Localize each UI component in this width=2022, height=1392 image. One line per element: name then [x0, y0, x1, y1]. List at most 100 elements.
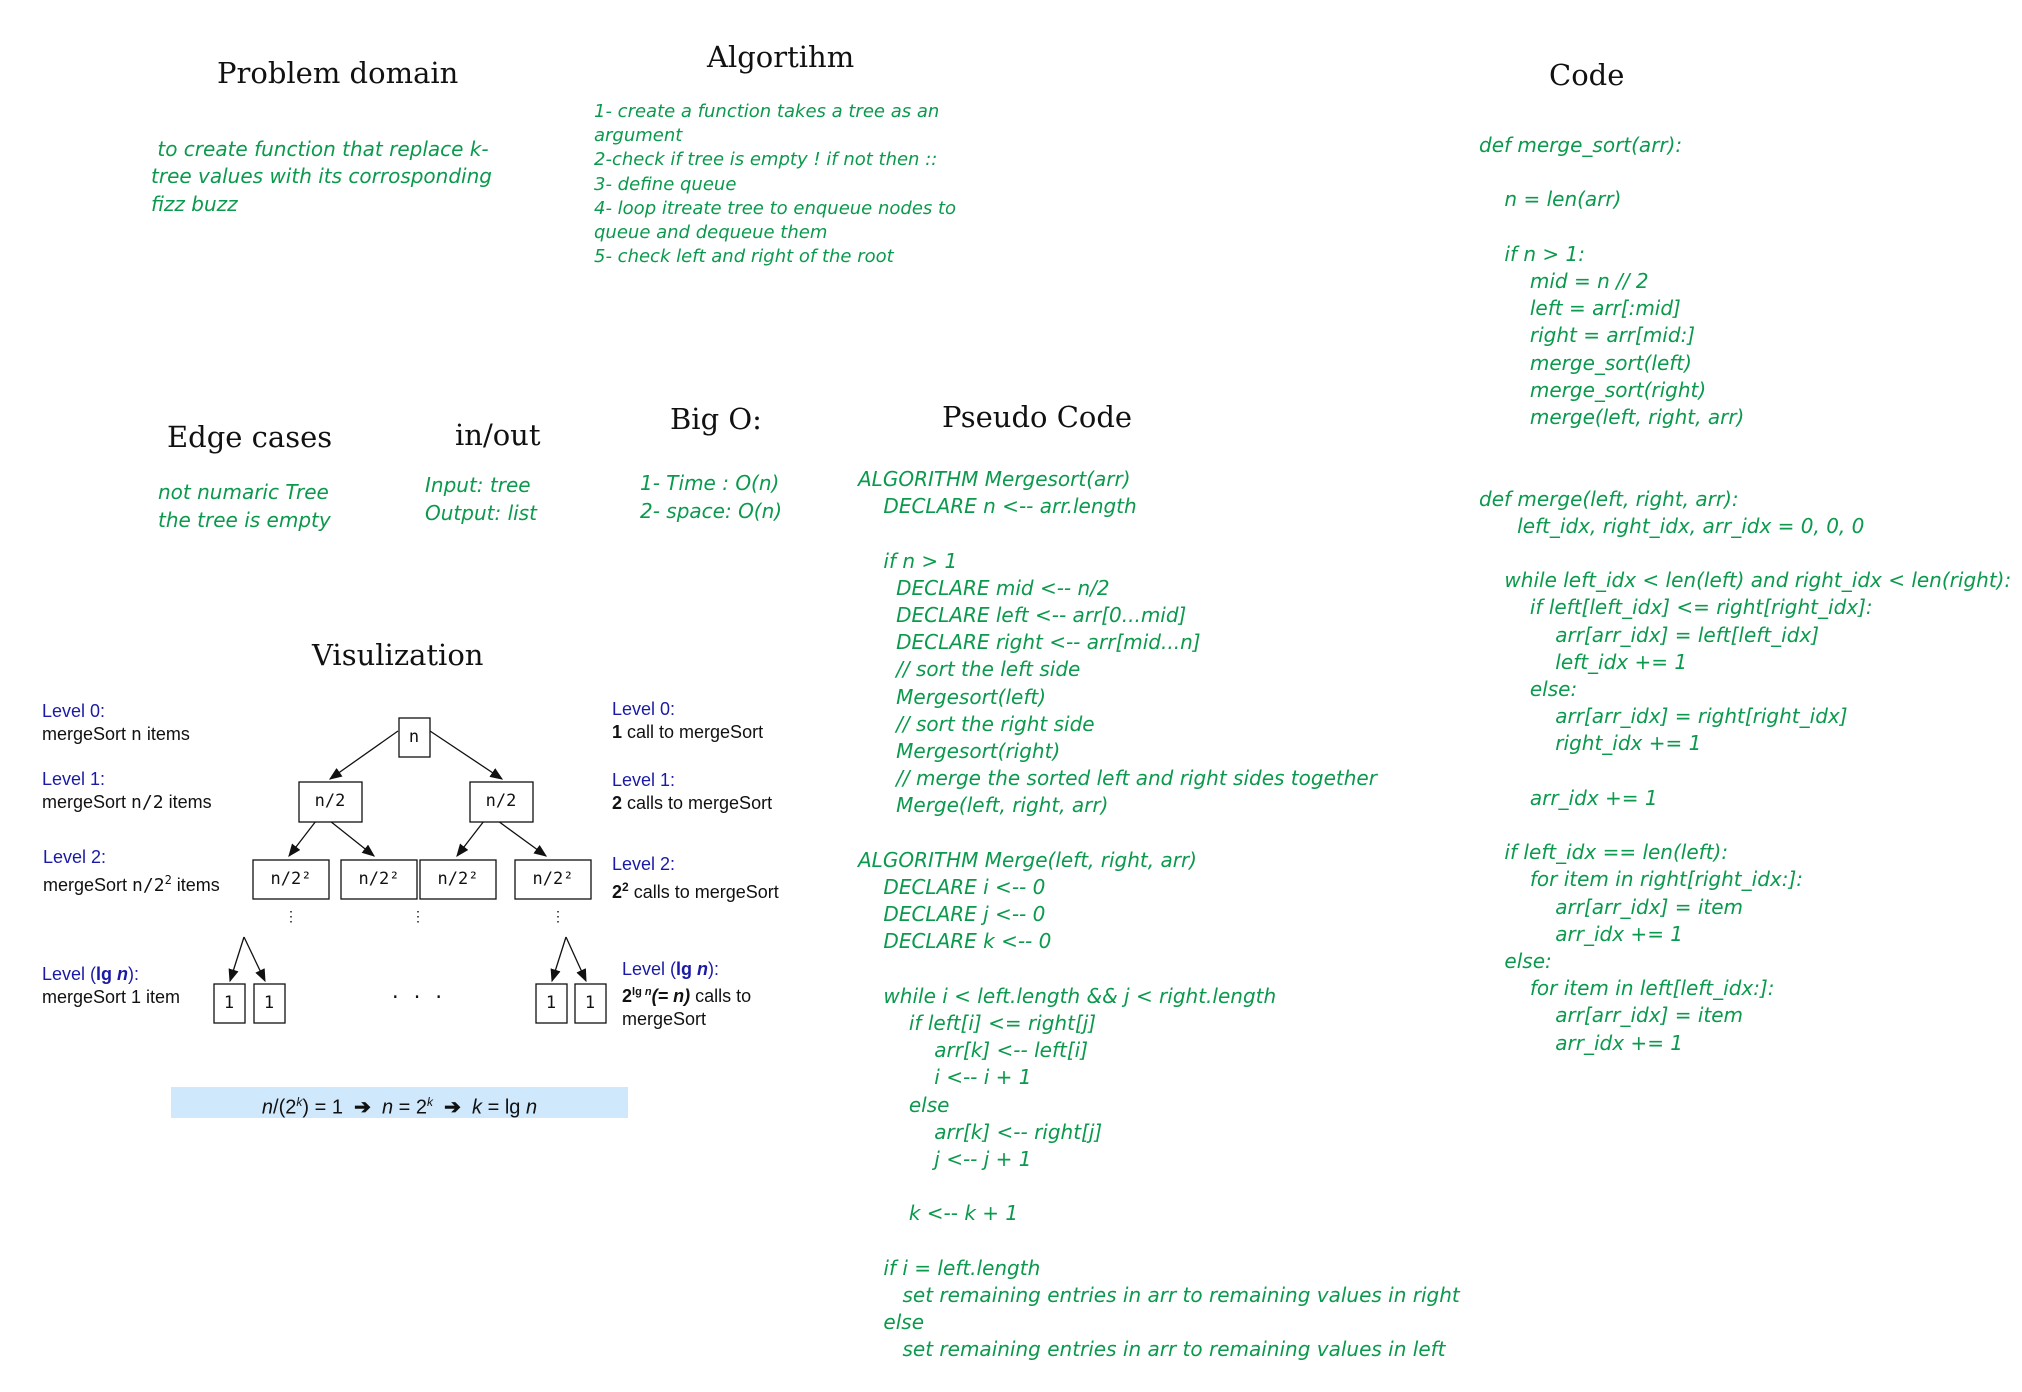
pseudo-code-line: Mergesort(left) — [858, 684, 1046, 709]
viz-right-level-0: Level 0: 1 call to mergeSort — [612, 698, 763, 744]
viz-right-level-n: Level (lg n): 2lg n(= n) calls to mergeS… — [622, 958, 751, 1031]
level-desc-cont: mergeSort — [622, 1009, 707, 1029]
tree-leaf-label: 1 — [546, 993, 556, 1013]
tree-node-label: n/2² — [271, 869, 312, 889]
tree-node-level2 — [419, 859, 497, 900]
level-desc: mergeSort 1 item — [42, 987, 181, 1007]
pseudo-code-line: arr[k] <-- left[i] — [858, 1038, 1088, 1063]
code-block: def merge_sort(arr): n = len(arr) if n >… — [1479, 132, 2011, 1057]
in-out-list: Input: tree Output: list — [425, 472, 537, 527]
code-line: arr_idx += 1 — [1479, 785, 1658, 810]
formula-bar: n/(2k) = 1 ➔ n = 2k ➔ k = lg n — [171, 1087, 628, 1119]
problem-line: to create function that replace k- — [151, 137, 489, 161]
tree-node-label: n — [409, 727, 419, 747]
code-line: for item in right[right_idx:]: — [1479, 867, 1804, 892]
tree-leaf — [535, 983, 568, 1024]
vertical-ellipsis: ⋮ — [551, 909, 565, 925]
code-line: else: — [1479, 948, 1552, 973]
pseudo-code-line: DECLARE n <-- arr.length — [858, 494, 1137, 519]
pseudo-code-title: Pseudo Code — [942, 400, 1133, 434]
level-desc: 22 calls to mergeSort — [612, 880, 779, 902]
pseudo-code-line: // sort the left side — [858, 657, 1081, 682]
tree-node-level2 — [340, 859, 418, 900]
code-line: arr[arr_idx] = left[left_idx] — [1479, 622, 1820, 647]
pseudo-code-line: DECLARE right <-- arr[mid...n] — [858, 630, 1201, 655]
vertical-ellipsis: ⋮ — [284, 909, 298, 925]
code-line: if left[left_idx] <= right[right_idx]: — [1479, 595, 1873, 620]
tree-node-label: n/2² — [438, 869, 479, 889]
tree-edge — [565, 936, 587, 983]
tree-node-label: n/2² — [533, 869, 574, 889]
level-label: Level 2: — [43, 847, 107, 867]
algorithm-title: Algortihm — [707, 40, 855, 74]
level-label: Level (lg n): — [622, 959, 720, 979]
algorithm-line: 3- define queue — [594, 173, 737, 195]
pseudo-code-line: arr[k] <-- right[j] — [858, 1119, 1103, 1144]
tree-edge — [228, 936, 245, 983]
level-label: Level 2: — [612, 854, 676, 874]
code-line: arr[arr_idx] = item — [1479, 894, 1744, 919]
code-line: arr_idx += 1 — [1479, 921, 1684, 946]
arrow-icon: ➔ — [354, 1096, 371, 1119]
level-label: Level 0: — [42, 701, 106, 721]
pseudo-code-line: j <-- j + 1 — [858, 1147, 1032, 1172]
in-out-title: in/out — [455, 418, 541, 452]
level-desc: mergeSort n/2 items — [42, 792, 212, 813]
code-line: merge_sort(right) — [1479, 377, 1707, 402]
level-label: Level 1: — [612, 770, 676, 790]
viz-right-level-2: Level 2: 22 calls to mergeSort — [612, 853, 779, 904]
pseudo-code-line: // merge the sorted left and right sides… — [858, 766, 1377, 791]
problem-line: fizz buzz — [151, 191, 238, 216]
pseudo-code-line: DECLARE left <-- arr[0...mid] — [858, 603, 1187, 627]
pseudo-code-line: DECLARE mid <-- n/2 — [858, 575, 1110, 600]
level-desc: 1 call to mergeSort — [612, 722, 764, 742]
code-line: arr_idx += 1 — [1479, 1030, 1684, 1055]
code-line: right = arr[mid:] — [1479, 323, 1696, 348]
code-line: if n > 1: — [1479, 241, 1585, 266]
pseudo-code-line: DECLARE k <-- 0 — [858, 929, 1052, 954]
problem-line: tree values with its corrosponding — [151, 164, 492, 189]
tree-node-label: n/2² — [359, 869, 400, 889]
pseudo-code-line: DECLARE i <-- 0 — [858, 875, 1046, 900]
big-o-line: 2- space: O(n) — [640, 498, 783, 523]
pseudo-code-line: // sort the right side — [858, 711, 1095, 736]
pseudo-code-line: set remaining entries in arr to remainin… — [858, 1283, 1460, 1308]
level-desc: mergeSort n items — [42, 724, 190, 745]
tree-edge — [497, 820, 548, 857]
algorithm-steps: 1- create a function takes a tree as an … — [594, 100, 956, 269]
level-label: Level 1: — [42, 769, 106, 789]
pseudo-code-line: Mergesort(right) — [858, 739, 1061, 764]
code-line: merge_sort(left) — [1479, 350, 1692, 375]
pseudo-code-line: ALGORITHM Mergesort(arr) — [858, 467, 1131, 491]
viz-left-level-n: Level (lg n): mergeSort 1 item — [42, 963, 180, 1009]
big-o-title: Big O: — [670, 402, 762, 436]
code-line: left_idx, right_idx, arr_idx = 0, 0, 0 — [1479, 513, 1865, 538]
algorithm-line: 4- loop itreate tree to enqueue nodes to — [594, 197, 957, 219]
code-line: else: — [1479, 676, 1578, 701]
problem-domain-title: Problem domain — [217, 56, 459, 90]
viz-left-level-0: Level 0: mergeSort n items — [42, 700, 190, 746]
pseudo-code-line: ALGORITHM Merge(left, right, arr) — [858, 847, 1197, 872]
problem-description: to create function that replace k- tree … — [151, 136, 492, 218]
viz-left-level-1: Level 1: mergeSort n/2 items — [42, 768, 212, 814]
viz-right-level-1: Level 1: 2 calls to mergeSort — [612, 769, 772, 815]
code-line: merge(left, right, arr) — [1479, 405, 1745, 429]
big-o-list: 1- Time : O(n) 2- space: O(n) — [640, 470, 782, 525]
edge-case-line: the tree is empty — [158, 507, 331, 532]
pseudo-code-line: Merge(left, right, arr) — [858, 793, 1109, 818]
algorithm-line: argument — [594, 125, 683, 147]
code-line: if left_idx == len(left): — [1479, 840, 1729, 865]
tree-leaf-label: 1 — [264, 993, 274, 1013]
tree-edge — [329, 820, 376, 857]
arrow-icon: ➔ — [444, 1096, 461, 1119]
edge-cases-title: Edge cases — [167, 420, 333, 454]
algorithm-line: queue and dequeue them — [594, 222, 828, 244]
level-desc: 2 calls to mergeSort — [612, 793, 773, 813]
code-line: def merge(left, right, arr): — [1479, 486, 1739, 511]
pseudo-code-line: set remaining entries in arr to remainin… — [858, 1337, 1446, 1362]
viz-left-level-2: Level 2: mergeSort n/22 items — [43, 846, 220, 897]
pseudo-code-line: DECLARE j <-- 0 — [858, 902, 1046, 927]
tree-node-root — [398, 717, 431, 758]
code-line: arr[arr_idx] = item — [1479, 1003, 1744, 1028]
tree-edge — [243, 936, 266, 983]
